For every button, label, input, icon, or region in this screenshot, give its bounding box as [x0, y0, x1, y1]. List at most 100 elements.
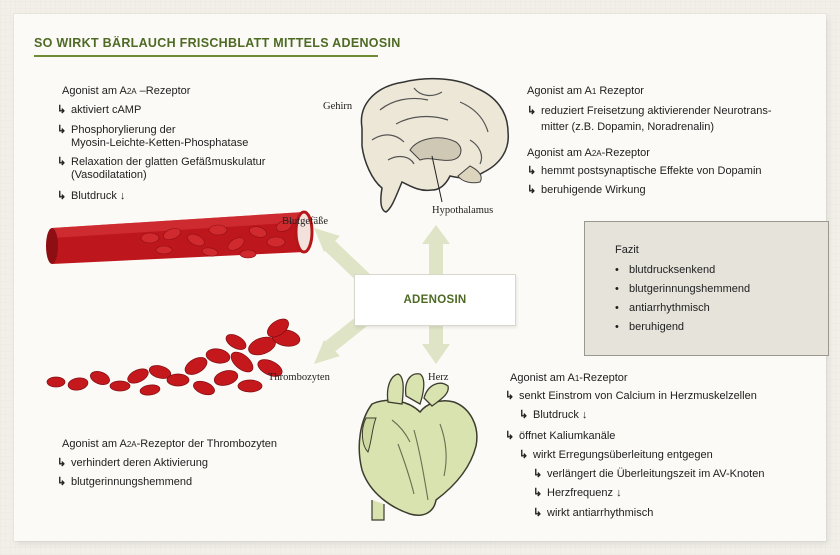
hook-arrow-icon: ↳	[527, 184, 537, 196]
hook-arrow-icon: ↳	[57, 190, 67, 202]
fazit-item: • blutgerinnungshemmend	[615, 283, 750, 296]
brain-a1-heading-sub: 1	[591, 87, 597, 96]
vessel-item-text: aktiviert cAMP	[71, 104, 142, 116]
brain-a1-heading-text: Agonist am A	[527, 85, 592, 97]
vessel-item: ↳ aktiviert cAMP	[57, 104, 141, 117]
heart-item: ↳ Herzfrequenz ↓	[533, 487, 622, 500]
brain-item-text: hemmt postsynaptische Effekte von Dopami…	[541, 165, 762, 177]
hook-arrow-icon: ↳	[519, 409, 529, 421]
heart-item-text: Herzfrequenz	[547, 487, 614, 499]
vessel-item: ↳ Phosphorylierung der	[57, 124, 176, 137]
vessel-heading-text: Agonist am A	[62, 85, 127, 97]
vessel-item-cont: (Vasodilatation)	[71, 169, 147, 181]
fazit-item: • beruhigend	[615, 321, 684, 334]
fazit-item: • antiarrhythmisch	[615, 302, 710, 315]
vessel-heading-post: –Rezeptor	[136, 85, 191, 97]
bullet-icon: •	[615, 302, 619, 314]
title-underline	[34, 55, 378, 57]
down-arrow-icon: ↓	[119, 190, 126, 202]
poster-title: SO WIRKT BÄRLAUCH FRISCHBLATT MITTELS AD…	[34, 36, 401, 50]
vessel-heading-sub: 2A	[126, 87, 137, 96]
label-thrombozyten: Thrombozyten	[268, 372, 330, 383]
vessel-item-text: Phosphorylierung der	[71, 124, 176, 136]
vessel-item-text: Relaxation der glatten Gefäßmuskulatur	[71, 156, 266, 168]
heart-item-text: öffnet Kaliumkanäle	[519, 430, 616, 442]
thrombo-heading: Agonist am A2A-Rezeptor der Thrombozyten	[62, 438, 277, 451]
brain-item: ↳ reduziert Freisetzung aktivierender Neu…	[527, 105, 772, 118]
hook-arrow-icon: ↳	[57, 104, 67, 116]
hook-arrow-icon: ↳	[505, 390, 515, 402]
hook-arrow-icon: ↳	[533, 468, 543, 480]
hook-arrow-icon: ↳	[57, 476, 67, 488]
heart-item-text: senkt Einstrom von Calcium in Herzmuskel…	[519, 390, 757, 402]
fazit-item-text: blutgerinnungshemmend	[629, 283, 751, 295]
heart-item: ↳ verlängert die Überleitungszeit im AV-K…	[533, 468, 764, 481]
thrombo-item-text: blutgerinnungshemmend	[71, 476, 193, 488]
thrombo-item: ↳ verhindert deren Aktivierung	[57, 457, 208, 470]
bullet-icon: •	[615, 264, 619, 276]
fazit-item: • blutdrucksenkend	[615, 264, 715, 277]
vessel-item: ↳ Blutdruck ↓	[57, 190, 125, 203]
label-hypothalamus: Hypothalamus	[432, 205, 494, 216]
vessel-heading: Agonist am A2A –Rezeptor	[62, 85, 190, 98]
thrombo-item-text: verhindert deren Aktivierung	[71, 457, 208, 469]
heart-item-text: verlängert die Überleitungszeit im AV-Kn…	[547, 468, 765, 480]
label-gehirn: Gehirn	[323, 101, 353, 112]
fazit-item-text: blutdrucksenkend	[629, 264, 716, 276]
brain-a2a-heading-text: Agonist am A	[527, 147, 592, 159]
hook-arrow-icon: ↳	[57, 124, 67, 136]
hook-arrow-icon: ↳	[57, 156, 67, 168]
thrombo-heading-text: Agonist am A	[62, 438, 127, 450]
fazit-item-text: beruhigend	[629, 321, 685, 333]
blood-cells-icon	[46, 318, 301, 396]
label-blutgefaesse: Blutgefäße	[282, 216, 329, 227]
thrombo-heading-post: -Rezeptor der Thrombozyten	[136, 438, 278, 450]
adenosin-label: ADENOSIN	[403, 294, 467, 306]
label-herz: Herz	[428, 372, 449, 383]
heart-heading: Agonist am A1-Rezeptor	[510, 372, 628, 385]
bullet-icon: •	[615, 321, 619, 333]
vessel-item-text: Blutdruck	[71, 190, 117, 202]
brain-icon	[360, 77, 509, 213]
brain-item-cont: mitter (z.B. Dopamin, Noradrenalin)	[541, 121, 715, 133]
fazit-item-text: antiarrhythmisch	[629, 302, 710, 314]
heart-item: ↳ öffnet Kaliumkanäle	[505, 430, 615, 443]
vessel-item: ↳ Relaxation der glatten Gefäßmuskulatur	[57, 156, 265, 169]
heart-heading-text: Agonist am A	[510, 372, 575, 384]
heart-heading-sub: 1	[574, 374, 580, 383]
heart-heading-post: -Rezeptor	[579, 372, 628, 384]
thrombo-item: ↳ blutgerinnungshemmend	[57, 476, 192, 489]
heart-item: ↳ wirkt Erregungsüberleitung entgegen	[519, 449, 713, 462]
down-arrow-icon: ↓	[616, 487, 622, 499]
blood-vessel-icon	[46, 210, 314, 264]
brain-a1-heading-post: Rezeptor	[596, 85, 644, 97]
down-arrow-icon: ↓	[581, 409, 588, 421]
hook-arrow-icon: ↳	[57, 457, 67, 469]
vessel-item-cont: Myosin-Leichte-Ketten-Phosphatase	[71, 137, 249, 149]
fazit-box: Fazit • blutdrucksenkend • blutgerinnungsh…	[584, 221, 829, 356]
brain-item-text: beruhigende Wirkung	[541, 184, 646, 196]
thrombo-heading-sub: 2A	[126, 440, 137, 449]
hook-arrow-icon: ↳	[519, 449, 529, 461]
heart-item-text: wirkt antiarrhythmisch	[547, 507, 654, 519]
heart-item: ↳wirkt antiarrhythmisch	[533, 507, 653, 520]
brain-item: ↳ hemmt postsynaptische Effekte von Dopam…	[527, 165, 762, 178]
heart-item: ↳ senkt Einstrom von Calcium in Herzmuske…	[505, 390, 757, 403]
fazit-title: Fazit	[615, 244, 639, 256]
hook-arrow-icon: ↳	[527, 165, 537, 177]
brain-a2a-heading-sub: 2A	[591, 149, 602, 158]
brain-a2a-heading: Agonist am A2A-Rezeptor	[527, 147, 650, 160]
heart-item-text: Blutdruck	[533, 409, 579, 421]
hook-arrow-icon: ↳	[505, 430, 515, 442]
brain-a2a-heading-post: -Rezeptor	[601, 147, 650, 159]
arrow-to-brain-icon	[422, 225, 450, 278]
brain-item-text: reduziert Freisetzung aktivierender Neur…	[541, 105, 772, 117]
heart-item-text: wirkt Erregungsüberleitung entgegen	[533, 449, 713, 461]
hook-arrow-icon: ↳	[527, 105, 537, 117]
hook-arrow-icon: ↳	[533, 487, 543, 499]
bullet-icon: •	[615, 283, 619, 295]
heart-icon	[358, 373, 478, 521]
brain-item: ↳ beruhigende Wirkung	[527, 184, 646, 197]
heart-item: ↳ Blutdruck ↓	[519, 409, 587, 422]
